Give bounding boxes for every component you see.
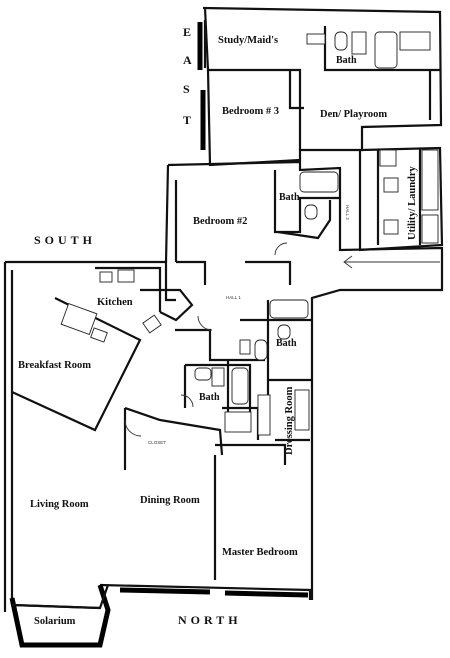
master-label: Master Bedroom bbox=[222, 547, 298, 558]
bath-top-label: Bath bbox=[336, 55, 357, 66]
bedroom3-label: Bedroom # 3 bbox=[222, 106, 279, 117]
bedroom2-label: Bedroom #2 bbox=[193, 216, 247, 227]
east-letter-s: S bbox=[183, 82, 194, 96]
small-labels: HALL 1 HALL 2 CLOSET bbox=[148, 205, 350, 445]
south-label: SOUTH bbox=[34, 233, 96, 247]
east-letter-e: E bbox=[183, 25, 195, 39]
breakfast-label: Breakfast Room bbox=[18, 360, 91, 371]
east-letter-t: T bbox=[183, 113, 195, 127]
hall-1-label: HALL 1 bbox=[226, 295, 241, 300]
exterior-walls bbox=[3, 6, 444, 648]
compass-labels: E A S T SOUTH NORTH bbox=[34, 25, 242, 627]
fixtures bbox=[60, 31, 440, 437]
kitchen-label: Kitchen bbox=[97, 297, 133, 308]
hall-2-label: HALL 2 bbox=[345, 205, 350, 220]
bath-master2-label: Bath bbox=[199, 392, 220, 403]
room-labels: Study/Maid's Bath Bedroom # 3 Den/ Playr… bbox=[18, 35, 418, 627]
closet-label: CLOSET bbox=[148, 440, 166, 445]
living-label: Living Room bbox=[30, 499, 89, 510]
solarium-label: Solarium bbox=[34, 616, 76, 627]
north-label: NORTH bbox=[178, 613, 242, 627]
dressing-label: Dressing Room bbox=[284, 386, 295, 455]
den-label: Den/ Playroom bbox=[320, 109, 387, 120]
dining-label: Dining Room bbox=[140, 495, 200, 506]
bath-mid-label: Bath bbox=[279, 192, 300, 203]
east-letter-a: A bbox=[183, 53, 196, 67]
utility-label: Utility/ Laundry bbox=[407, 165, 418, 240]
bath-master1-label: Bath bbox=[276, 338, 297, 349]
study-label: Study/Maid's bbox=[218, 35, 278, 46]
